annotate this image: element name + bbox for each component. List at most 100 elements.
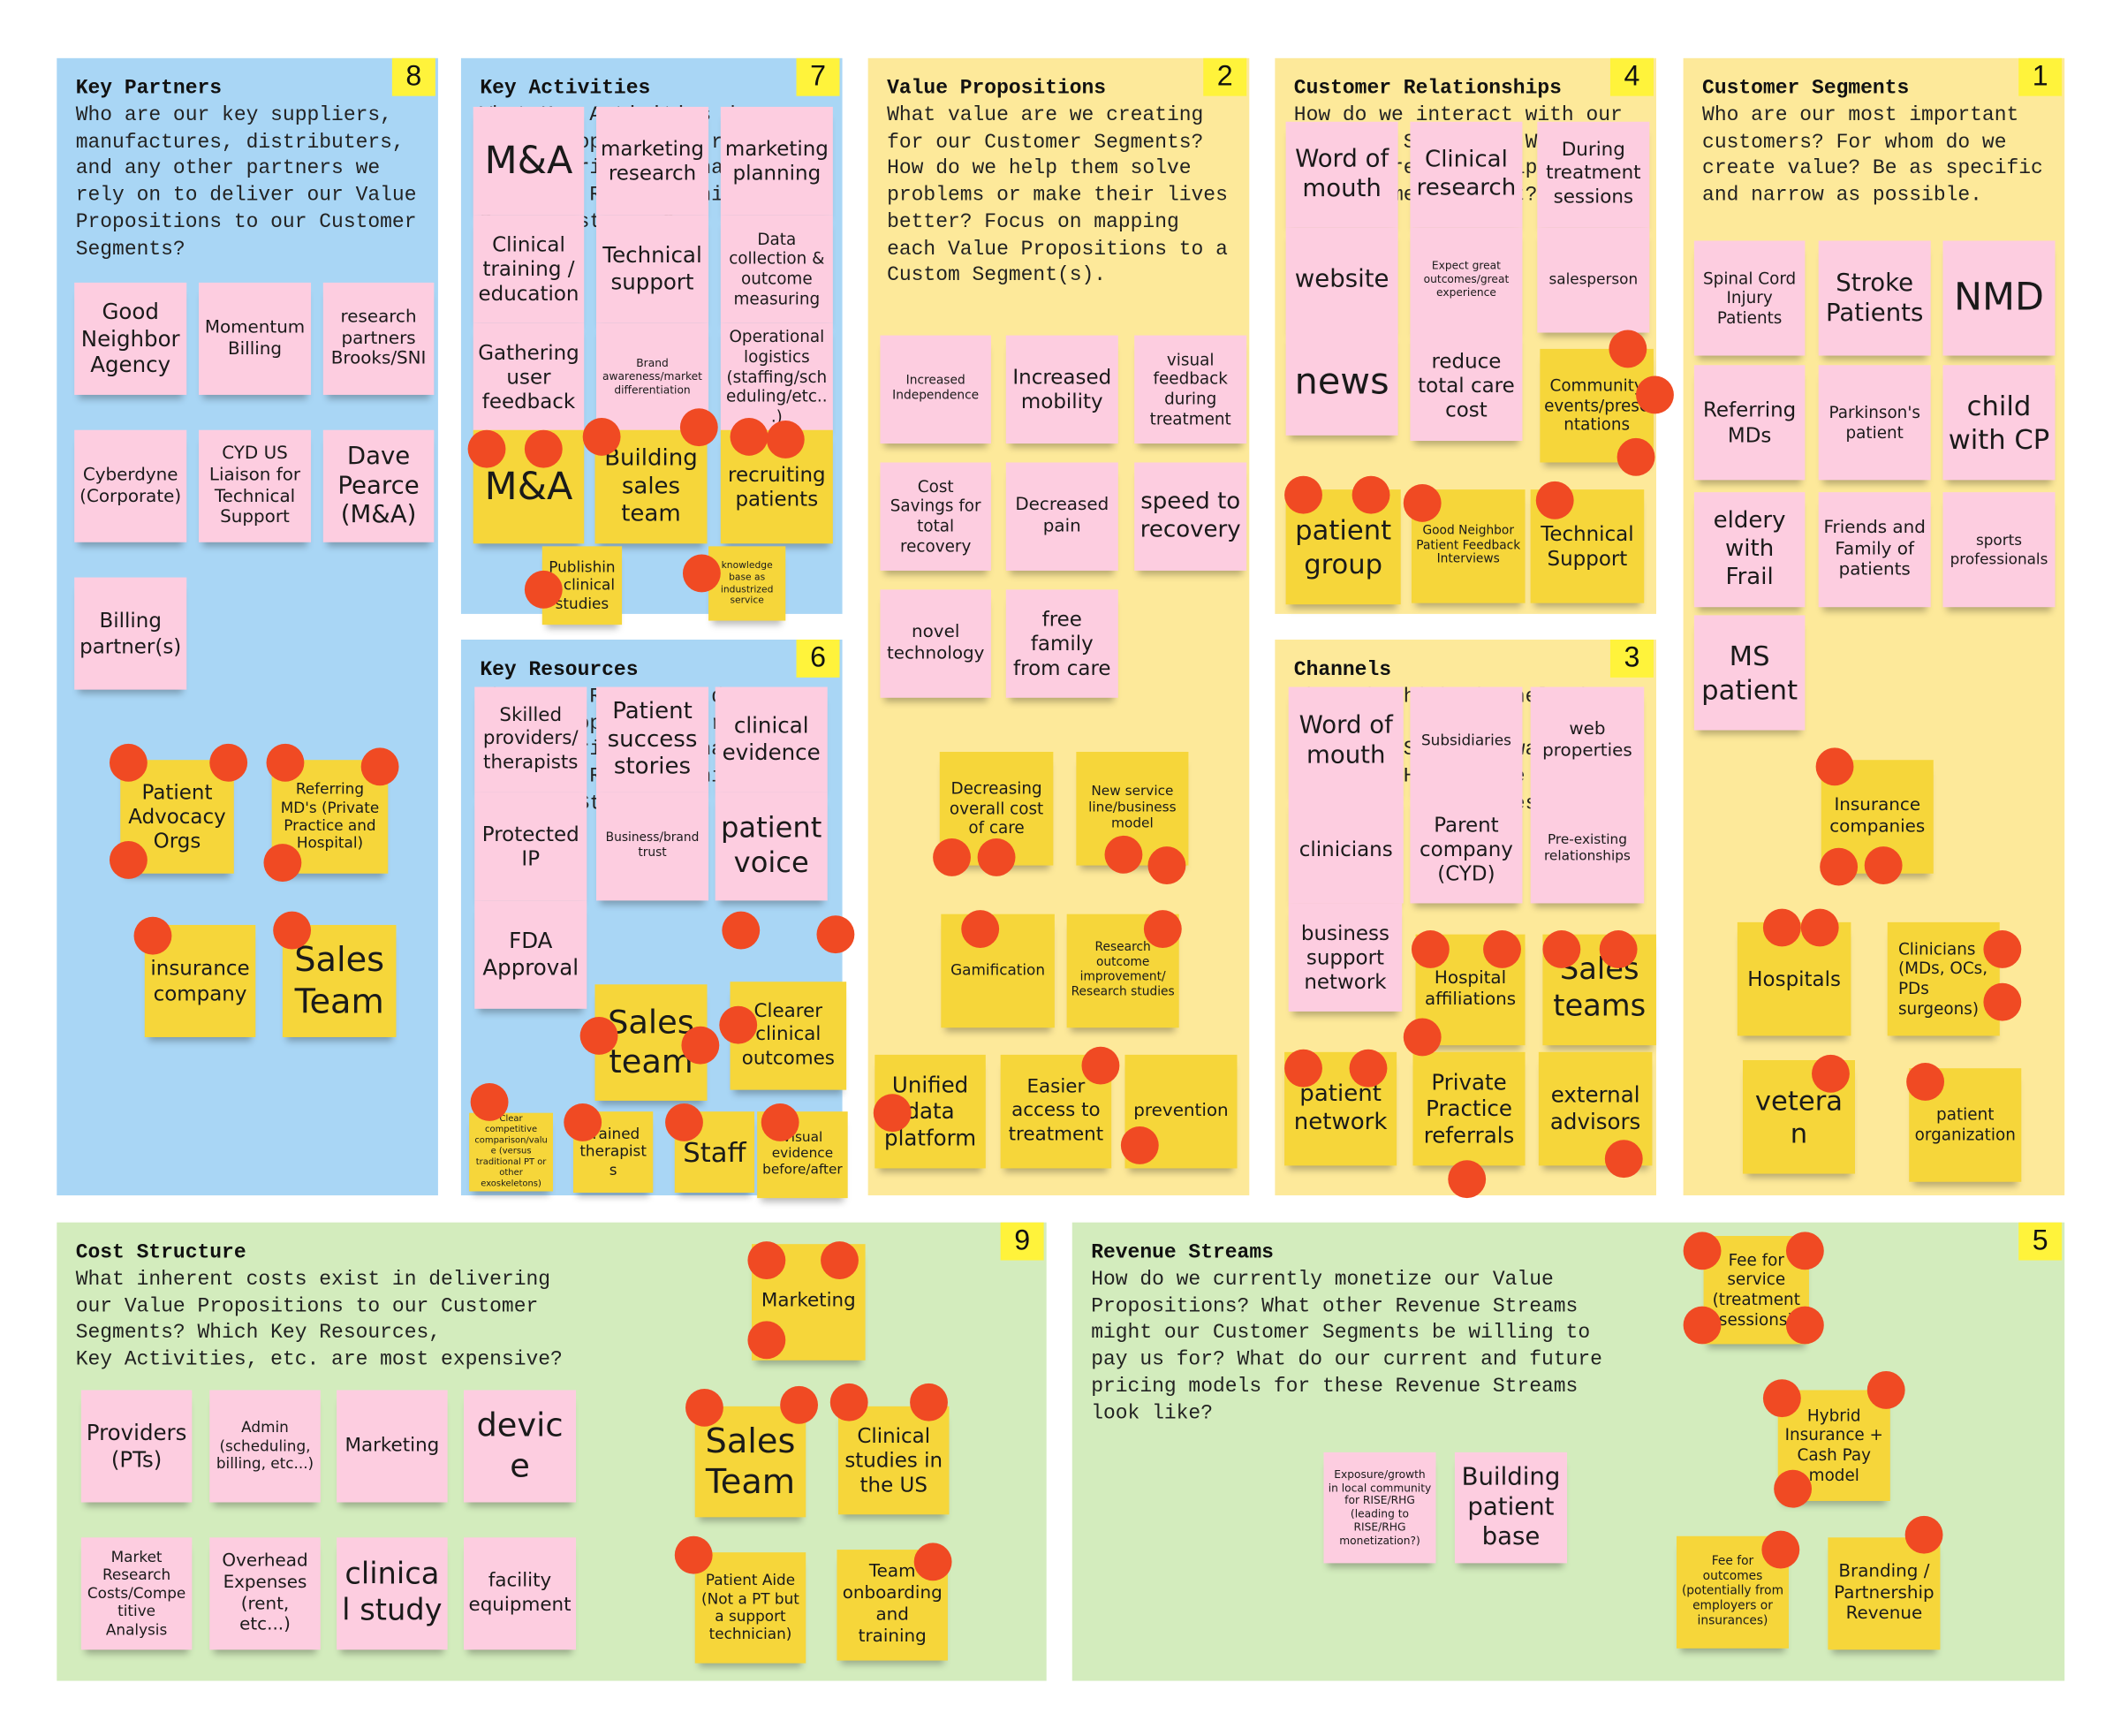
vote-dot-icon[interactable] — [1284, 475, 1322, 514]
sticky-note-pink[interactable]: Dave Pearce (M&A) — [322, 429, 435, 542]
vote-dot-icon[interactable] — [1143, 910, 1182, 948]
vote-dot-icon[interactable] — [780, 1385, 819, 1424]
vote-dot-icon[interactable] — [1785, 1306, 1824, 1345]
sticky-note-pink[interactable]: research partners Brooks/SNI — [322, 282, 435, 395]
sticky-note-pink[interactable]: Expect great outcomes/great experience — [1410, 227, 1523, 333]
vote-dot-icon[interactable] — [1352, 475, 1390, 514]
sticky-note-pink[interactable]: Clinical training / education — [473, 215, 585, 323]
vote-dot-icon[interactable] — [719, 1005, 758, 1044]
vote-dot-icon[interactable] — [1762, 908, 1801, 947]
sticky-note-pink[interactable]: novel technology — [880, 589, 991, 698]
sticky-note-pink[interactable]: clinical evidence — [715, 686, 828, 792]
vote-dot-icon[interactable] — [1411, 930, 1450, 968]
sticky-note-pink[interactable]: Billing partner(s) — [74, 577, 187, 690]
sticky-note-yellow[interactable]: Staff — [674, 1111, 755, 1193]
sticky-note-yellow[interactable]: Patient Aide (Not a PT but a support tec… — [694, 1552, 806, 1664]
sticky-note-pink[interactable]: business support network — [1288, 903, 1403, 1012]
vote-dot-icon[interactable] — [1284, 1049, 1322, 1088]
vote-dot-icon[interactable] — [766, 421, 805, 459]
sticky-note-yellow[interactable]: Clinicians (MDs, OCs, PDs surgeons) — [1887, 921, 2000, 1036]
sticky-note-pink[interactable]: Marketing — [337, 1390, 448, 1503]
sticky-note-pink[interactable]: Patient success stories — [596, 686, 709, 792]
vote-dot-icon[interactable] — [913, 1543, 952, 1581]
sticky-note-pink[interactable]: Spinal Cord Injury Patients — [1693, 240, 1806, 356]
vote-dot-icon[interactable] — [360, 747, 399, 786]
vote-dot-icon[interactable] — [933, 838, 971, 876]
vote-dot-icon[interactable] — [1147, 846, 1186, 885]
sticky-note-pink[interactable]: website — [1285, 227, 1398, 333]
sticky-note-pink[interactable]: Business/brand trust — [596, 792, 709, 901]
vote-dot-icon[interactable] — [1683, 1232, 1722, 1270]
sticky-note-yellow[interactable]: veteran — [1742, 1060, 1855, 1174]
vote-dot-icon[interactable] — [1349, 1049, 1388, 1088]
sticky-note-pink[interactable]: M&A — [473, 106, 585, 216]
vote-dot-icon[interactable] — [1815, 747, 1854, 786]
sticky-note-yellow[interactable]: knowledge base as industrized service — [708, 546, 786, 621]
sticky-note-pink[interactable]: device — [464, 1390, 577, 1503]
sticky-note-pink[interactable]: Parkinson's patient — [1818, 365, 1931, 481]
sticky-note-pink[interactable]: Protected IP — [474, 792, 587, 901]
sticky-note-pink[interactable]: FDA Approval — [474, 900, 587, 1009]
vote-dot-icon[interactable] — [1774, 1469, 1813, 1508]
sticky-note-pink[interactable]: web properties — [1530, 686, 1645, 795]
sticky-note-pink[interactable]: sports professionals — [1942, 492, 2056, 608]
sticky-note-pink[interactable]: eldery with Frail — [1693, 492, 1806, 608]
vote-dot-icon[interactable] — [685, 1388, 723, 1427]
sticky-note-pink[interactable]: salesperson — [1537, 227, 1650, 333]
sticky-note-pink[interactable]: free family from care — [1005, 589, 1118, 698]
sticky-note-pink[interactable]: news — [1285, 330, 1398, 436]
vote-dot-icon[interactable] — [1535, 481, 1574, 519]
vote-dot-icon[interactable] — [524, 429, 563, 468]
vote-dot-icon[interactable] — [564, 1103, 602, 1141]
sticky-note-pink[interactable]: Brand awareness/market differentiation — [596, 322, 709, 432]
sticky-note-yellow[interactable]: Clear competitive comparison/value (vers… — [469, 1112, 554, 1192]
vote-dot-icon[interactable] — [1616, 437, 1655, 476]
sticky-note-pink[interactable]: patient voice — [715, 792, 828, 901]
sticky-note-pink[interactable]: Overhead Expenses (rent, etc...) — [209, 1537, 321, 1650]
sticky-note-pink[interactable]: Stroke Patients — [1818, 240, 1931, 356]
vote-dot-icon[interactable] — [1483, 930, 1521, 968]
vote-dot-icon[interactable] — [722, 911, 761, 950]
sticky-note-pink[interactable]: Word of mouth — [1285, 121, 1398, 228]
sticky-note-yellow[interactable]: Easier access to treatment — [1000, 1054, 1112, 1169]
vote-dot-icon[interactable] — [1812, 1054, 1850, 1093]
sticky-note-pink[interactable]: marketing planning — [720, 106, 833, 216]
vote-dot-icon[interactable] — [816, 915, 855, 954]
sticky-note-pink[interactable]: Operational logistics (staffing/scheduli… — [720, 322, 833, 432]
vote-dot-icon[interactable] — [109, 743, 148, 782]
vote-dot-icon[interactable] — [263, 844, 302, 882]
sticky-note-pink[interactable]: Pre-existing relationships — [1530, 795, 1645, 904]
sticky-note-pink[interactable]: Cost Savings for total recovery — [880, 462, 991, 571]
vote-dot-icon[interactable] — [467, 429, 506, 468]
sticky-note-yellow[interactable]: Clinical studies in the US — [837, 1406, 950, 1515]
sticky-note-yellow[interactable]: Publishing clinical studies — [541, 546, 623, 625]
sticky-note-pink[interactable]: NMD — [1942, 240, 2056, 356]
sticky-note-pink[interactable]: Increased mobility — [1005, 335, 1118, 444]
vote-dot-icon[interactable] — [1081, 1046, 1120, 1085]
sticky-note-pink[interactable]: Market Research Costs/Competitive Analys… — [80, 1537, 193, 1650]
vote-dot-icon[interactable] — [273, 911, 312, 950]
vote-dot-icon[interactable] — [730, 417, 768, 456]
vote-dot-icon[interactable] — [679, 408, 718, 447]
sticky-note-pink[interactable]: Momentum Billing — [199, 282, 312, 395]
sticky-note-pink[interactable]: Increased Independence — [880, 335, 991, 444]
vote-dot-icon[interactable] — [266, 743, 305, 782]
vote-dot-icon[interactable] — [1762, 1379, 1801, 1418]
sticky-note-pink[interactable]: During treatment sessions — [1537, 121, 1650, 228]
vote-dot-icon[interactable] — [961, 910, 1000, 948]
vote-dot-icon[interactable] — [579, 1017, 618, 1055]
sticky-note-yellow[interactable]: Referring MD's (Private Practice and Hos… — [271, 760, 389, 874]
vote-dot-icon[interactable] — [977, 838, 1016, 876]
vote-dot-icon[interactable] — [524, 570, 563, 609]
sticky-note-pink[interactable]: CYD US Liaison for Technical Support — [199, 429, 312, 542]
sticky-note-pink[interactable]: facility equipment — [464, 1537, 577, 1650]
sticky-note-pink[interactable]: Cyberdyne (Corporate) — [74, 429, 187, 542]
vote-dot-icon[interactable] — [109, 841, 148, 879]
sticky-note-pink[interactable]: Parent company (CYD) — [1410, 795, 1523, 904]
vote-dot-icon[interactable] — [1983, 982, 2022, 1021]
vote-dot-icon[interactable] — [133, 916, 172, 955]
sticky-note-pink[interactable]: speed to recovery — [1134, 462, 1247, 571]
sticky-note-yellow[interactable]: Sales Team — [694, 1406, 806, 1518]
vote-dot-icon[interactable] — [910, 1383, 948, 1421]
sticky-note-pink[interactable]: Subsidiaries — [1410, 686, 1523, 795]
